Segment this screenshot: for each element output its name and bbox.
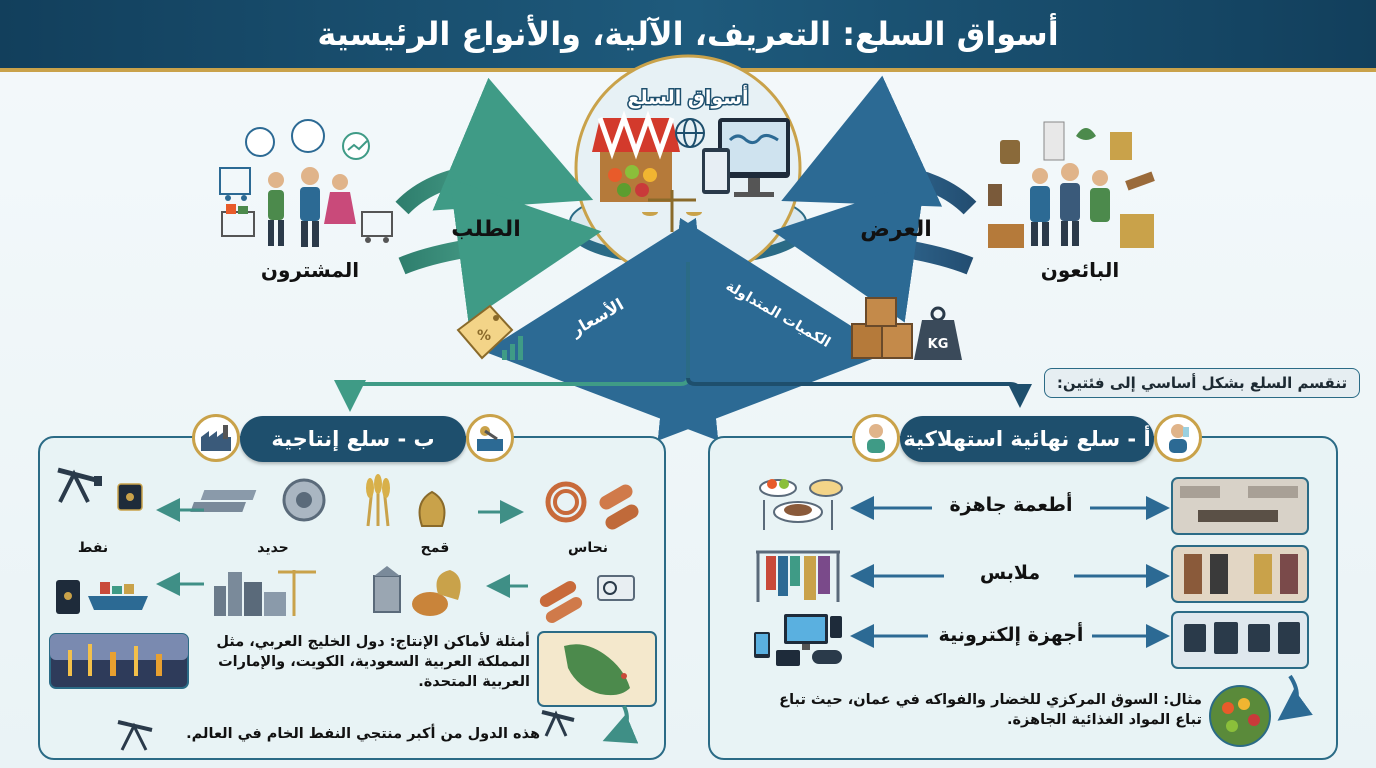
steel-icon xyxy=(190,478,326,522)
gulf-map xyxy=(537,631,657,707)
category-connectors xyxy=(334,262,1032,412)
quantities-arrow xyxy=(657,217,892,441)
electronics-icon xyxy=(754,614,842,666)
silo-bread-icon xyxy=(373,566,461,616)
page-title: أسواق السلع: التعريف، الآلية، والأنواع ا… xyxy=(317,15,1059,53)
production-graphics xyxy=(49,467,657,751)
sellers-illustration xyxy=(988,121,1155,248)
electronics-label: أجهزة إلكترونية xyxy=(938,624,1084,646)
example-line-2: تباع المواد الغذائية الجاهزة. xyxy=(1006,712,1202,728)
machine-icon xyxy=(466,414,514,462)
person-icon xyxy=(852,414,900,462)
places-line-2: المملكة العربية السعودية، الكويت، والإما… xyxy=(218,654,530,670)
places-line-1: أمثلة لأماكن الإنتاج: دول الخليج العربي،… xyxy=(216,634,530,650)
split-note: تنقسم السلع بشكل أساسي إلى فئتين: xyxy=(1044,368,1360,398)
refinery-photo xyxy=(49,633,189,689)
price-tag-icon: % xyxy=(456,304,523,360)
iron-label: حديد xyxy=(257,540,289,556)
oil-label: نفط xyxy=(77,540,109,556)
barrel-ship-icon xyxy=(56,580,148,614)
food-plates-icon xyxy=(759,479,843,530)
sellers-label: البائعون xyxy=(1041,258,1119,282)
restaurant-photo xyxy=(1171,477,1309,535)
vegetable-market-photo xyxy=(1209,685,1271,747)
production-title: ب - سلع إنتاجية xyxy=(240,416,466,462)
places-line-3: العربية المتحدة. xyxy=(418,674,530,690)
globe-icon xyxy=(675,118,705,148)
wheat-icon xyxy=(366,474,446,527)
copper-label: نحاس xyxy=(568,540,608,556)
clothing-store-photo xyxy=(1171,545,1309,603)
industrial-city-icon xyxy=(214,570,316,616)
ready-food-label: أطعمة جاهزة xyxy=(949,494,1073,516)
electronics-store-photo xyxy=(1171,611,1309,669)
production-places-text: أمثلة لأماكن الإنتاج: دول الخليج العربي،… xyxy=(196,632,530,692)
copper-icon xyxy=(545,481,639,530)
monitor-icon xyxy=(702,118,790,197)
oil-note-text: هذه الدول من أكبر منتجي النفط الخام في ا… xyxy=(186,726,540,742)
market-stall-icon xyxy=(592,110,680,202)
center-label: أسواق السلع xyxy=(628,85,749,109)
consumer-example-text: مثال: السوق المركزي للخضار والفواكه في ع… xyxy=(720,690,1202,730)
clothes-label: ملابس xyxy=(979,562,1041,584)
buyers-illustration xyxy=(219,119,393,247)
small-oil-pump-icon-2 xyxy=(541,710,575,737)
svg-text:%: % xyxy=(477,328,491,344)
copper-tools-icon xyxy=(539,575,635,623)
kg-label: KG xyxy=(928,337,949,352)
weight-icon xyxy=(914,306,962,360)
buyers-label: المشترون xyxy=(261,258,359,282)
small-oil-pump-icon xyxy=(117,720,153,751)
clothes-rack-icon xyxy=(756,550,840,602)
prices-arrow xyxy=(484,217,719,441)
wheat-label: قمح xyxy=(420,540,450,556)
example-line-1: مثال: السوق المركزي للخضار والفواكه في ع… xyxy=(779,692,1202,708)
drinking-person-icon xyxy=(1154,414,1202,462)
factory-icon xyxy=(192,414,240,462)
production-title-text: ب - سلع إنتاجية xyxy=(271,427,435,451)
oil-pump-icon xyxy=(57,467,143,511)
demand-label: الطلب xyxy=(451,217,521,242)
supply-label: العرض xyxy=(860,217,932,242)
consumer-title: أ - سلع نهائية استهلاكية xyxy=(900,416,1154,462)
crates-icon xyxy=(851,297,913,359)
consumer-graphics xyxy=(754,477,1313,747)
consumer-title-text: أ - سلع نهائية استهلاكية xyxy=(903,427,1151,451)
